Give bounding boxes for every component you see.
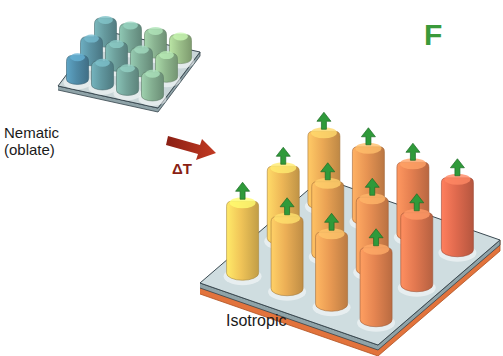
isotropic-plate — [200, 178, 500, 356]
pillar-top — [134, 46, 149, 54]
force-arrow — [317, 112, 331, 129]
pillar-top — [173, 32, 188, 40]
force-arrow — [280, 198, 294, 215]
force-arrow — [365, 178, 379, 195]
force-arrow — [325, 213, 339, 230]
force-arrow — [369, 229, 383, 246]
pillar-array — [224, 112, 477, 332]
pillar — [398, 194, 436, 297]
pillar-top — [70, 53, 85, 61]
pillar-body — [441, 178, 473, 257]
pillar — [357, 229, 395, 332]
force-arrow — [450, 159, 464, 176]
pillar — [139, 70, 167, 106]
pillar — [313, 213, 351, 316]
force-arrow — [276, 147, 290, 164]
phase-label: Nematic (oblate) — [4, 124, 78, 159]
pillar — [114, 64, 142, 100]
pillar-array — [64, 16, 195, 106]
force-arrow — [406, 143, 420, 160]
plate-top — [200, 178, 500, 345]
pillar-top — [84, 35, 99, 43]
pillar — [89, 59, 117, 95]
pillar-top — [98, 16, 113, 24]
force-label: F — [424, 18, 442, 53]
pillar-top — [120, 64, 135, 72]
pillar-body — [316, 232, 348, 311]
pillar-top — [109, 40, 124, 48]
force-arrow — [236, 182, 250, 199]
pillar — [438, 159, 476, 262]
pillar-top — [148, 27, 163, 35]
pillar-body — [227, 201, 259, 280]
force-arrow — [321, 163, 335, 180]
transition-arrow — [166, 136, 216, 160]
pillar-body — [271, 217, 303, 296]
pillar-body — [401, 213, 433, 292]
pillar-top — [123, 21, 138, 29]
phase-label: Isotropic — [226, 312, 286, 330]
pillar-body — [360, 248, 392, 327]
force-arrow — [361, 128, 375, 145]
pillar — [64, 53, 92, 89]
pillar-top — [145, 70, 160, 78]
temperature-label: ΔT — [172, 160, 192, 177]
force-arrow — [410, 194, 424, 211]
pillar — [224, 182, 262, 285]
pillar-top — [95, 59, 110, 67]
pillar-top — [159, 51, 174, 59]
pillar — [268, 198, 306, 301]
